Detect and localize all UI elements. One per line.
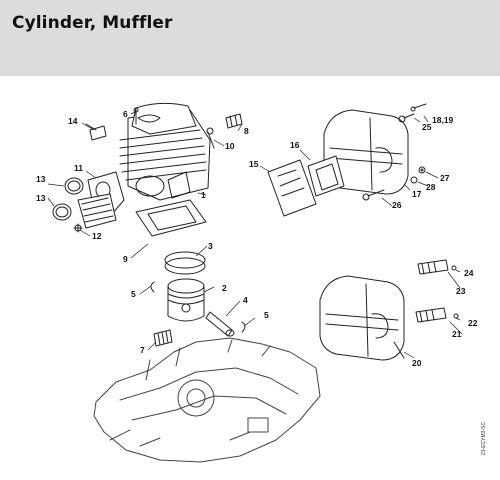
washer-28[interactable] (410, 176, 418, 184)
callout-23: 23 (456, 286, 466, 296)
callout-13-lower: 13 (36, 193, 46, 203)
screw-26[interactable] (362, 189, 385, 201)
callout-17: 17 (412, 189, 422, 199)
callout-9: 9 (123, 254, 128, 264)
callout-8: 8 (244, 126, 249, 136)
screw-12[interactable] (73, 223, 83, 233)
callout-4: 4 (243, 295, 248, 305)
muffler-upper[interactable] (323, 109, 409, 195)
callout-14: 14 (68, 116, 78, 126)
callout-20: 20 (412, 358, 422, 368)
deflector-23[interactable] (417, 259, 449, 275)
screw-24[interactable] (451, 265, 457, 271)
drawing-code: 21-ECYM3-SC (481, 421, 487, 455)
deflector-21[interactable] (415, 307, 447, 323)
callout-3: 3 (208, 241, 213, 251)
screw-18[interactable] (410, 103, 427, 112)
screw-25[interactable] (398, 113, 415, 123)
callout-13-upper: 13 (36, 174, 46, 184)
callout-7: 7 (140, 345, 145, 355)
crankcase (93, 337, 321, 463)
callout-28: 28 (426, 182, 436, 192)
screw-22[interactable] (453, 313, 459, 319)
callout-6: 6 (123, 109, 128, 119)
callout-10: 10 (225, 141, 235, 151)
callout-26: 26 (392, 200, 402, 210)
piston-pin[interactable] (205, 311, 235, 337)
muffler-plate-15[interactable] (267, 159, 317, 217)
callout-15: 15 (249, 159, 259, 169)
piston-rings[interactable] (164, 251, 206, 275)
muffler-lower[interactable] (319, 275, 405, 361)
callout-5-left: 5 (131, 289, 136, 299)
stud-6[interactable] (133, 107, 139, 125)
screw-10[interactable] (206, 127, 215, 149)
muffler-gasket-16[interactable] (307, 155, 345, 197)
callout-18-19: 18,19 (432, 115, 454, 125)
callout-2: 2 (222, 283, 227, 293)
piston-part[interactable] (167, 278, 205, 322)
cylinder-part[interactable] (119, 102, 211, 201)
callout-27: 27 (440, 173, 450, 183)
decomp-valve-14[interactable] (85, 123, 107, 141)
callout-21: 21 (452, 329, 462, 339)
leader-lines (47, 111, 463, 359)
header-bar: Cylinder, Muffler (0, 0, 500, 76)
callout-22: 22 (468, 318, 478, 328)
cylinder-gasket[interactable] (135, 199, 207, 237)
ring-part-upper[interactable] (64, 177, 84, 195)
callout-24: 24 (464, 268, 474, 278)
callout-11: 11 (74, 163, 83, 173)
page-title: Cylinder, Muffler (12, 13, 173, 33)
ring-part-lower[interactable] (52, 203, 72, 221)
manifold-part[interactable] (77, 193, 117, 229)
callout-5-right: 5 (264, 310, 269, 320)
circlip-left[interactable] (150, 281, 155, 293)
callout-12: 12 (92, 231, 102, 241)
plug-8[interactable] (225, 113, 243, 129)
needle-cage[interactable] (153, 329, 173, 347)
washer-27[interactable] (418, 166, 426, 174)
circlip-right[interactable] (241, 321, 246, 333)
callout-25: 25 (422, 122, 432, 132)
callout-16: 16 (290, 140, 300, 150)
callout-1: 1 (201, 190, 206, 200)
